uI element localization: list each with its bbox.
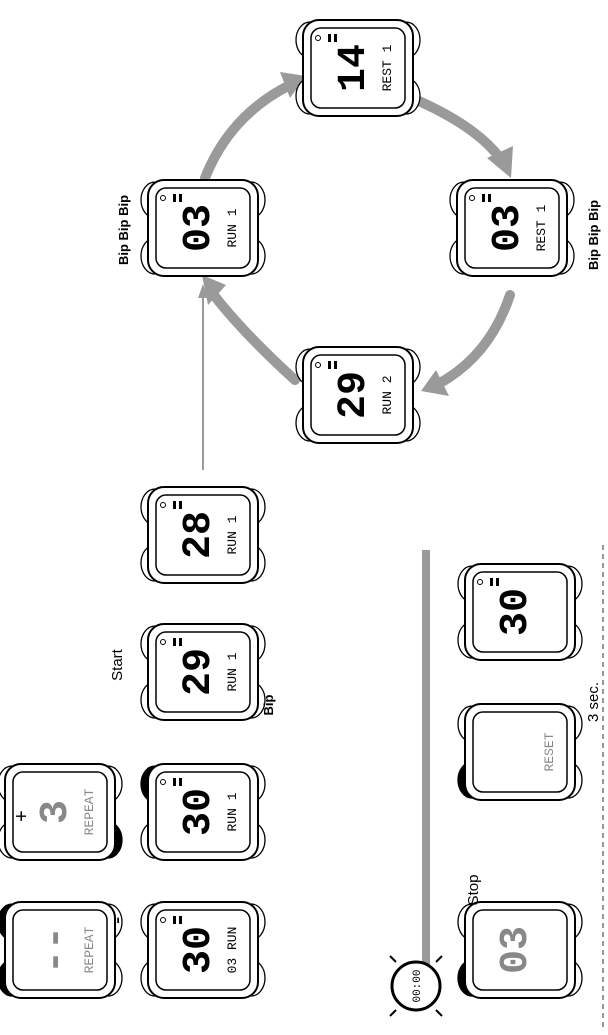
watch-screen [155, 771, 251, 853]
watch-digits: 30 [177, 788, 222, 836]
indicator-dot [477, 579, 483, 585]
indicator-dot [160, 779, 166, 785]
watch-screen [12, 771, 108, 853]
three-sec-label: 3 sec. [585, 682, 602, 722]
indicator-dot [160, 195, 166, 201]
watch-text: REST 1 [380, 44, 395, 91]
indicator-dot [469, 195, 475, 201]
watch-repeat-blank: --REPEAT [0, 901, 123, 999]
indicator-dot [160, 917, 166, 923]
indicator-bar [334, 34, 337, 42]
watch-digits: 03 [177, 204, 222, 252]
indicator-bar [173, 194, 176, 202]
watch-text: REPEAT [82, 788, 97, 835]
indicator-bar [173, 501, 176, 509]
watch-digits: 29 [332, 371, 377, 419]
indicator-bar [179, 778, 182, 786]
indicator-dot [315, 35, 321, 41]
watch-text: RUN 1 [225, 652, 240, 691]
watch-text: RUN 1 [225, 515, 240, 554]
minus-label: - [104, 917, 129, 924]
indicator-dot [315, 362, 321, 368]
indicator-bar [328, 34, 331, 42]
indicator-dot [160, 639, 166, 645]
cycle-arrows [200, 80, 515, 388]
watch-screen [155, 909, 251, 991]
indicator-bar [490, 578, 493, 586]
timer-icon: 00:00 [389, 955, 443, 1017]
bip-bip-bip-right: Bip Bip Bip [586, 200, 601, 270]
arrow-rest-to-rest-right [407, 93, 505, 163]
arrow-run-to-rest [200, 80, 295, 183]
watch-digits: 14 [332, 44, 377, 92]
watch-cleared: 30 [457, 563, 583, 661]
plus-label: + [11, 810, 33, 822]
watch-screen [472, 571, 568, 653]
watch-digits: 30 [177, 926, 222, 974]
indicator-bar [173, 638, 176, 646]
cycle-arrowheads [202, 72, 513, 396]
arrowhead-4 [202, 275, 226, 305]
watch-text: 03 RUN [225, 927, 240, 974]
watch-reset: RESET [457, 703, 583, 801]
indicator-dot [160, 502, 166, 508]
watch-text: RUN 1 [225, 208, 240, 247]
watch-text: RESET [542, 732, 557, 771]
arrowhead-3 [421, 370, 449, 396]
watch-screen [155, 494, 251, 576]
arrow-run2-to-run [205, 285, 300, 385]
watch-text: RUN 2 [380, 375, 395, 414]
indicator-bar [496, 578, 499, 586]
watch-digits: 28 [177, 511, 222, 559]
watch-digits: -- [34, 926, 79, 974]
watch-digits: 03 [486, 204, 531, 252]
watch-screen [472, 711, 568, 793]
watch-screen [155, 631, 251, 713]
watch-text: RUN 1 [225, 792, 240, 831]
watch-screen [310, 354, 406, 436]
watch-screen [155, 187, 251, 269]
indicator-bar [328, 361, 331, 369]
indicator-bar [179, 501, 182, 509]
watch-screen [472, 909, 568, 991]
indicator-bar [482, 194, 485, 202]
watch-screen [310, 27, 406, 109]
watch-text: REST 1 [534, 204, 549, 251]
indicator-bar [173, 916, 176, 924]
bip-label: Bip [261, 694, 276, 715]
arrowhead-2 [487, 146, 513, 178]
connector-arrowhead [198, 284, 208, 298]
watch-digits: 03 [494, 926, 539, 974]
watch-text: REPEAT [82, 926, 97, 973]
start-label: Start [109, 648, 126, 681]
indicator-bar [179, 916, 182, 924]
indicator-bar [179, 638, 182, 646]
stop-label: Stop [465, 875, 482, 906]
indicator-bar [179, 194, 182, 202]
bip-bip-bip-left: Bip Bip Bip [116, 195, 131, 265]
watch-screen [464, 187, 560, 269]
indicator-bar [173, 778, 176, 786]
arrow-rest-to-run2 [435, 290, 515, 388]
timer-icon-text: 00:00 [412, 969, 424, 1002]
watch-digits: 3 [34, 800, 79, 824]
indicator-bar [334, 361, 337, 369]
watch-stop-time: 03 [457, 901, 583, 999]
watch-screen [12, 909, 108, 991]
arrowhead-1 [280, 72, 306, 98]
watch-digits: 30 [494, 588, 539, 636]
indicator-bar [488, 194, 491, 202]
watch-digits: 29 [177, 648, 222, 696]
